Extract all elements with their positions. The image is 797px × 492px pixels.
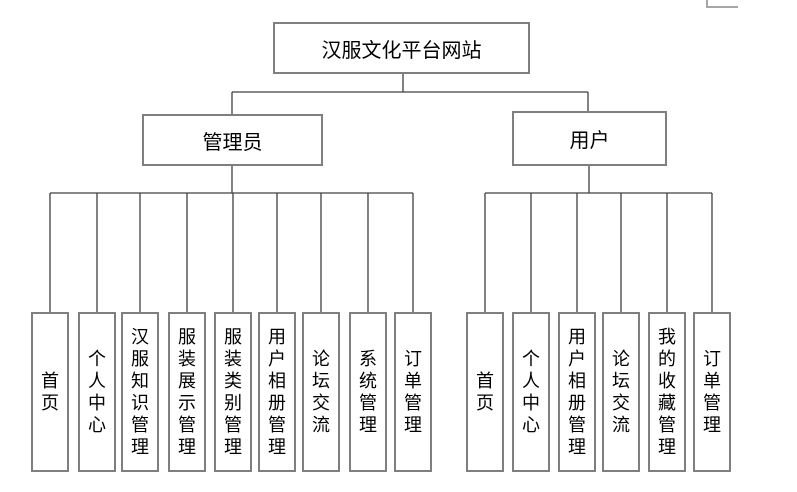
node-user-album-mgmt: 用户相册管理 xyxy=(558,312,596,472)
node-admin-hanfu-knowledge-mgmt: 汉服知识管理 xyxy=(121,312,159,472)
node-admin-home: 首页 xyxy=(31,312,69,472)
node-label: 用户相册管理 xyxy=(568,327,586,457)
node-admin-label: 管理员 xyxy=(202,131,263,154)
node-admin-user-album-mgmt: 用户相册管理 xyxy=(258,312,296,472)
node-label: 个人中心 xyxy=(88,349,106,435)
node-label: 用户相册管理 xyxy=(268,327,286,457)
node-label: 订单管理 xyxy=(404,349,422,435)
node-user-forum-exchange: 论坛交流 xyxy=(602,312,640,472)
window-corner-artifact xyxy=(706,0,738,8)
node-admin-clothing-category-mgmt: 服装类别管理 xyxy=(214,312,252,472)
node-user-personal-center: 个人中心 xyxy=(512,312,550,472)
node-user-order-mgmt: 订单管理 xyxy=(693,312,731,472)
node-admin-clothing-display-mgmt: 服装展示管理 xyxy=(168,312,206,472)
node-user-home: 首页 xyxy=(466,312,504,472)
node-label: 服装展示管理 xyxy=(178,327,196,457)
node-label: 个人中心 xyxy=(522,349,540,435)
node-root-label: 汉服文化平台网站 xyxy=(321,39,482,62)
node-label: 汉服知识管理 xyxy=(131,327,149,457)
node-label: 论坛交流 xyxy=(612,349,630,435)
node-label: 订单管理 xyxy=(703,349,721,435)
node-user-label: 用户 xyxy=(569,130,610,152)
node-label: 首页 xyxy=(476,371,494,413)
node-admin-order-mgmt: 订单管理 xyxy=(394,312,432,472)
node-admin-personal-center: 个人中心 xyxy=(78,312,116,472)
node-label: 服装类别管理 xyxy=(224,327,242,457)
node-label: 首页 xyxy=(41,371,59,413)
node-admin-system-mgmt: 系统管理 xyxy=(349,312,387,472)
node-admin-forum-exchange: 论坛交流 xyxy=(302,312,340,472)
node-user: 用户 xyxy=(512,111,667,166)
node-user-favorites-mgmt: 我的收藏管理 xyxy=(648,312,686,472)
node-admin: 管理员 xyxy=(142,114,323,166)
node-root: 汉服文化平台网站 xyxy=(273,22,530,74)
node-label: 论坛交流 xyxy=(312,349,330,435)
node-label: 我的收藏管理 xyxy=(658,327,676,457)
node-label: 系统管理 xyxy=(359,349,377,435)
